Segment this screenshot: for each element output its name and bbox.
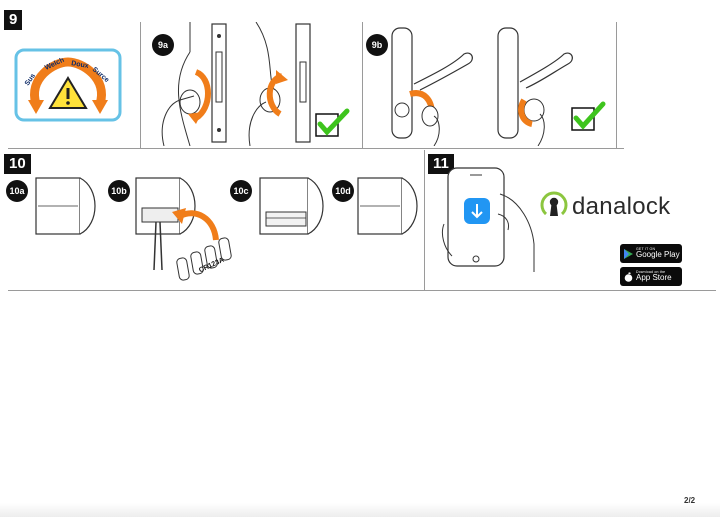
step-10c-badge: 10c bbox=[230, 180, 252, 202]
warning-word-middle2: Doux bbox=[71, 60, 90, 70]
check-mark-icon bbox=[315, 108, 350, 137]
step-9a-badge: 9a bbox=[152, 34, 174, 56]
play-store-icon bbox=[620, 248, 636, 259]
lock-closed-illustration bbox=[35, 177, 96, 235]
divider-top-row bbox=[8, 148, 624, 149]
divider-9-right bbox=[616, 22, 617, 148]
google-play-badge[interactable]: GET IT ON Google Play bbox=[620, 244, 682, 263]
brand-name: danalock bbox=[572, 193, 671, 220]
page-bottom-shadow bbox=[0, 503, 720, 517]
app-store-big-text: App Store bbox=[636, 273, 672, 283]
divider-9a-9b bbox=[362, 22, 363, 148]
step-10d-badge: 10d bbox=[332, 180, 354, 202]
step-10-number: 10 bbox=[4, 154, 31, 174]
step-9b-illustration bbox=[391, 27, 473, 146]
battery-insert-illustration bbox=[135, 177, 232, 281]
warning-rotation-illustration: Sus Welch Doux Surce bbox=[14, 48, 122, 122]
step-9b-illustration-second bbox=[497, 27, 573, 146]
divider-9-left bbox=[140, 22, 141, 148]
step-10a-badge: 10a bbox=[6, 180, 28, 202]
google-play-big-text: Google Play bbox=[636, 250, 680, 260]
app-store-badge[interactable]: Download on the App Store bbox=[620, 267, 682, 286]
divider-10-11 bbox=[424, 150, 425, 290]
check-mark-icon bbox=[571, 101, 606, 131]
step-9-number: 9 bbox=[4, 10, 23, 30]
google-play-small-text: GET IT ON bbox=[636, 246, 656, 251]
step-11-number: 11 bbox=[428, 154, 454, 174]
step-10b-badge: 10b bbox=[108, 180, 130, 202]
page-number: 2/2 bbox=[684, 496, 696, 505]
phone-app-download-illustration bbox=[441, 167, 535, 272]
danalock-logo-icon bbox=[540, 191, 568, 216]
lock-closed-illustration-final bbox=[357, 177, 418, 235]
step-9a-illustration bbox=[161, 22, 227, 146]
step-9b-badge: 9b bbox=[366, 34, 388, 56]
step-9a-illustration-second bbox=[248, 22, 311, 146]
apple-icon bbox=[620, 271, 636, 282]
app-store-small-text: Download on the bbox=[636, 269, 666, 274]
lock-open-illustration bbox=[259, 177, 324, 235]
divider-bottom-row bbox=[8, 290, 716, 291]
